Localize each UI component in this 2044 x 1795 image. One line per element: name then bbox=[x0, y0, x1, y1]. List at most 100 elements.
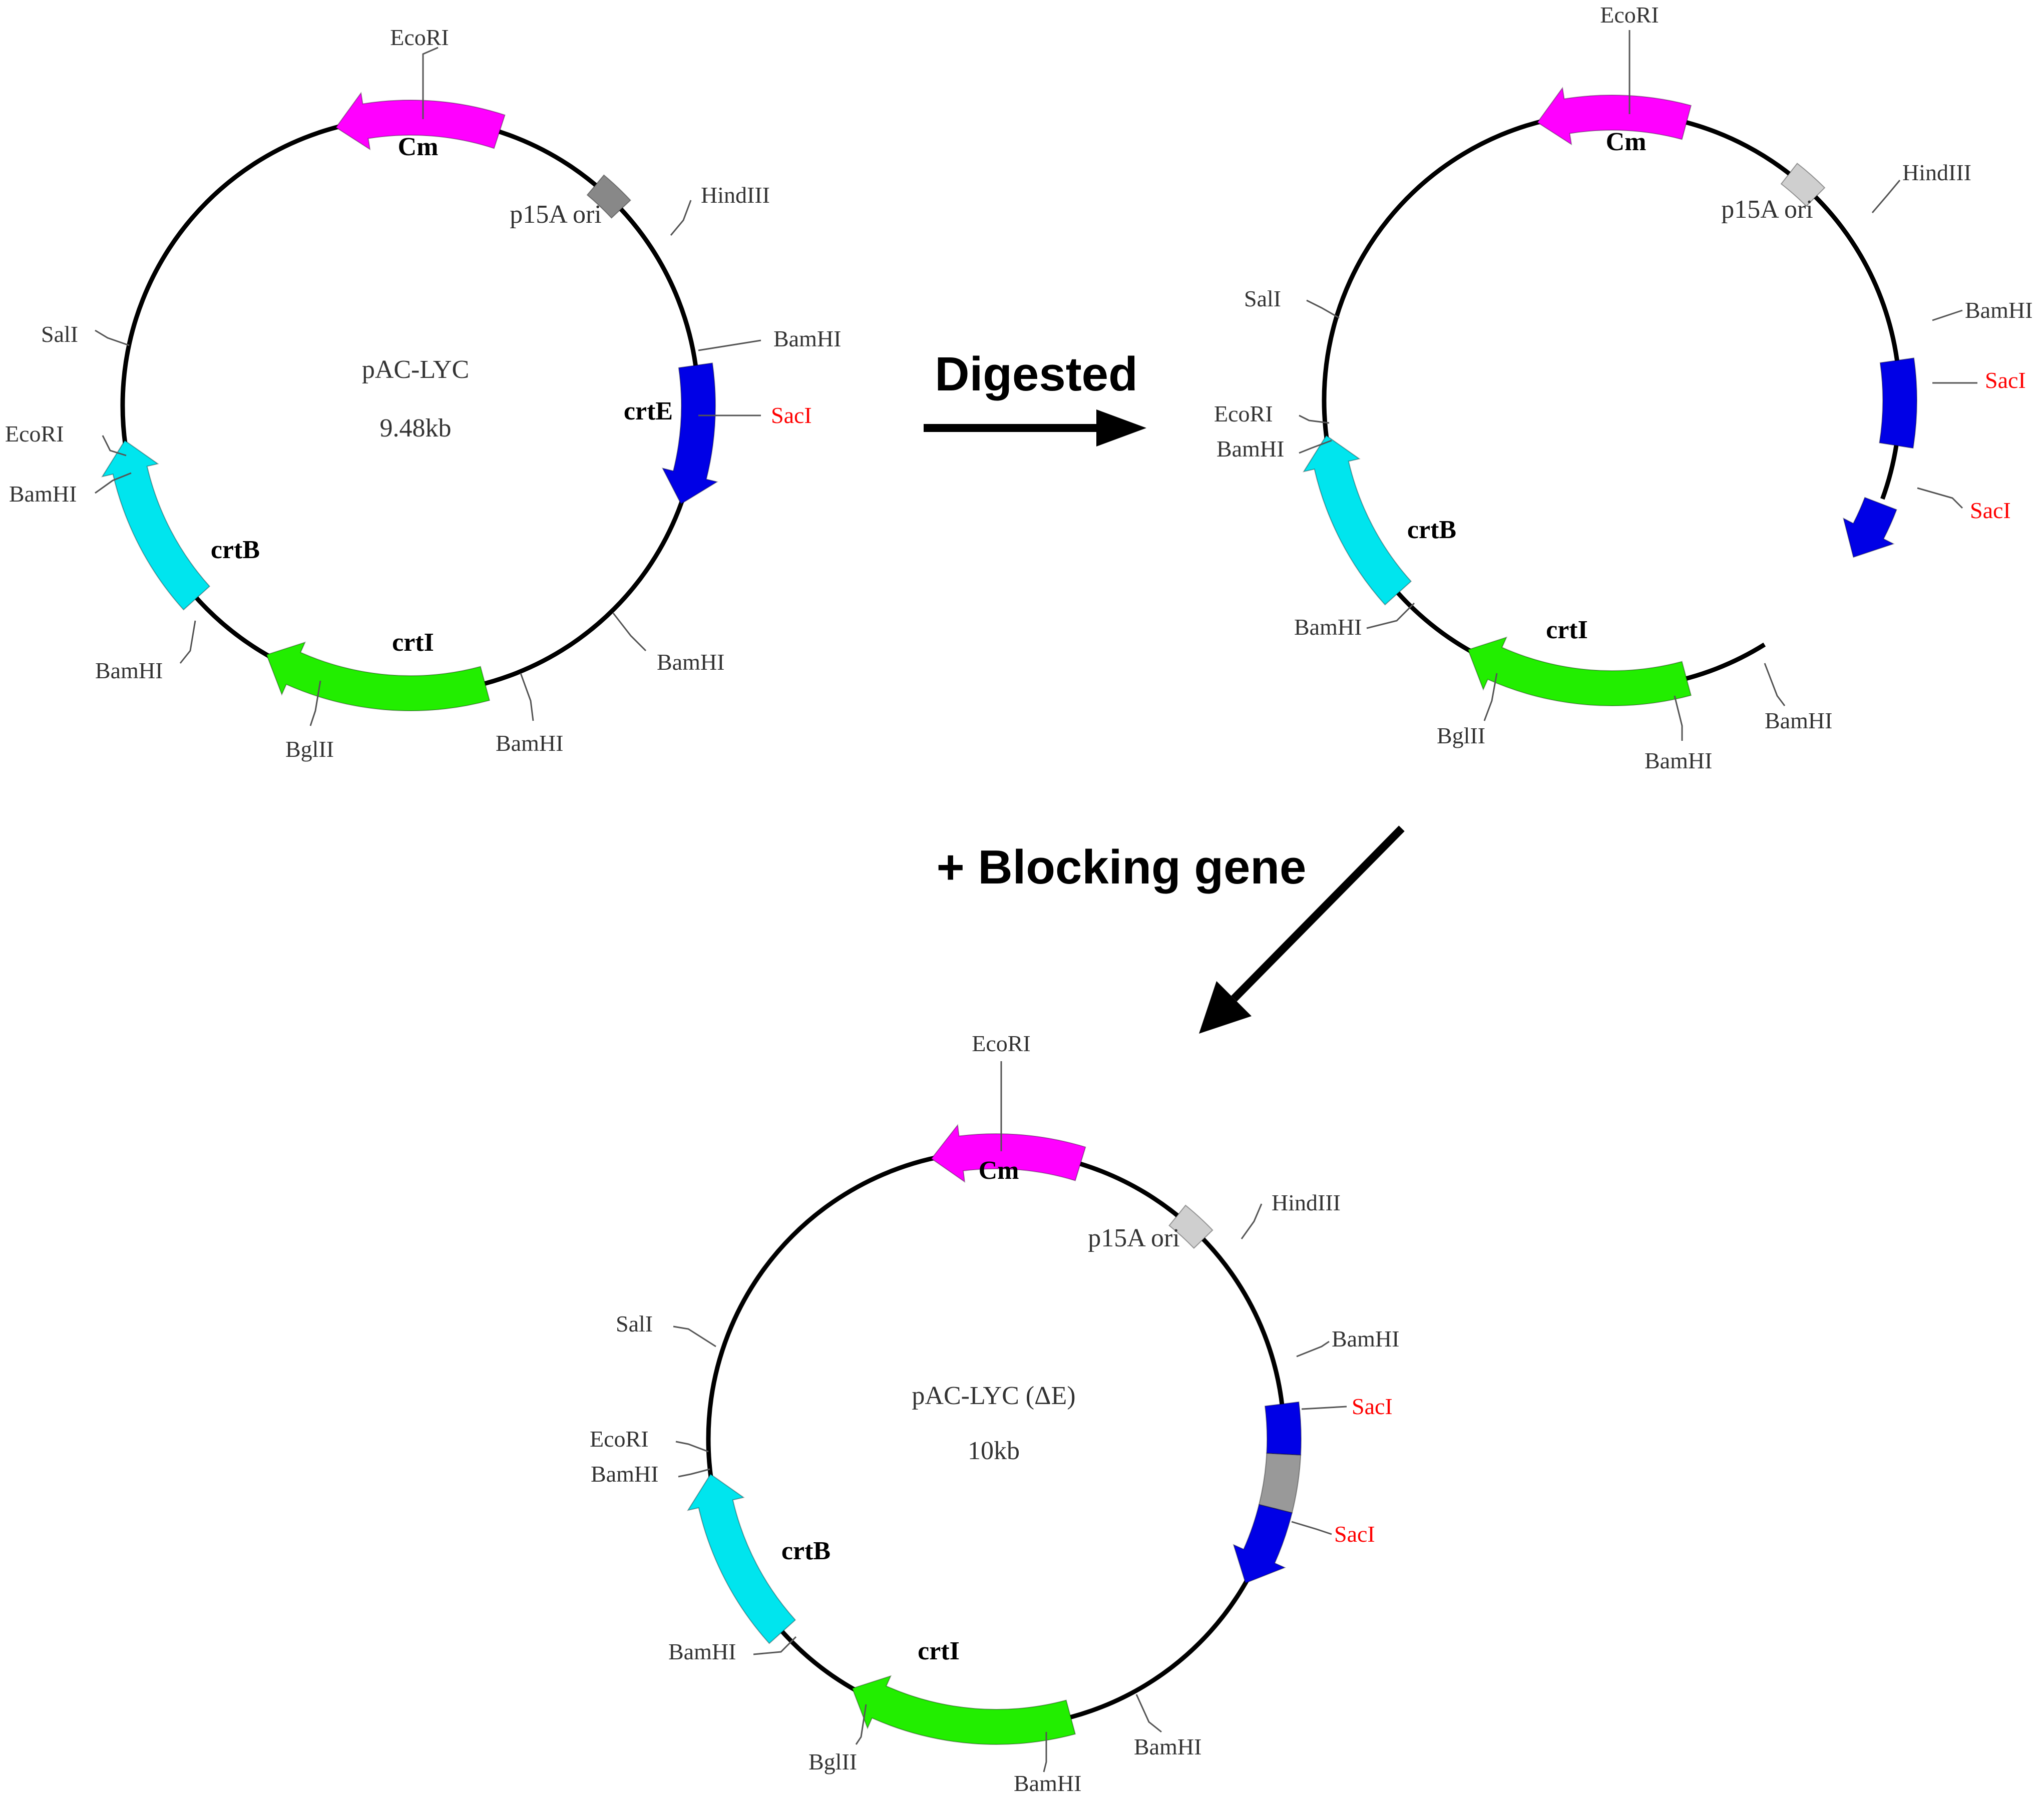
plasmid-1-site-hindiii: HindIII bbox=[701, 182, 770, 208]
plasmid-3-leader-saci-1 bbox=[1301, 1406, 1347, 1410]
plasmid-2-site-saci-2: SacI bbox=[1970, 498, 2011, 523]
plasmid-1-leader-bamhi-l2 bbox=[95, 472, 132, 494]
crte-5prime-block bbox=[1879, 357, 1917, 449]
plasmid-3-name: pAC-LYC (ΔE) bbox=[912, 1382, 1075, 1410]
plasmid-1-name: pAC-LYC bbox=[362, 355, 469, 384]
plasmid-1-gene-cm: Cm bbox=[398, 133, 439, 161]
plasmid-2-gene-crti: crtI bbox=[1546, 616, 1588, 644]
plasmid-3-leader-ecori-l bbox=[675, 1441, 709, 1453]
plasmid-1-ori-label: p15A ori bbox=[510, 200, 601, 229]
crti-arrow bbox=[852, 1675, 1076, 1745]
plasmid-pac-lyc: EcoRI Cm p15A ori HindIII BamHI SacI crt… bbox=[5, 25, 841, 762]
plasmid-digested: EcoRI Cm p15A ori HindIII BamHI SacI Sac… bbox=[1214, 2, 2032, 773]
plasmid-1-leader-bamhi-e bbox=[698, 339, 761, 351]
crtb-arrow bbox=[101, 439, 211, 611]
plasmid-3-site-bamhi-r: BamHI bbox=[1134, 1734, 1201, 1759]
crte-3prime-arrow bbox=[1842, 497, 1897, 558]
blocking-arrow-head bbox=[1199, 981, 1252, 1034]
plasmid-3-site-bamhi-b: BamHI bbox=[1014, 1770, 1081, 1795]
crtb-arrow bbox=[687, 1473, 796, 1644]
plasmid-2-site-ecori-top: EcoRI bbox=[1600, 2, 1659, 28]
blocking-arrow-shaft bbox=[1231, 825, 1405, 1002]
plasmid-3-site-saci-2: SacI bbox=[1334, 1521, 1375, 1547]
plasmid-1-leader-bglii bbox=[309, 680, 321, 726]
cm-arrow bbox=[931, 1124, 1086, 1183]
plasmid-2-site-bglii: BglII bbox=[1437, 723, 1485, 748]
plasmid-1-site-bamhi-r: BamHI bbox=[657, 649, 724, 675]
plasmid-3-leader-bamhi-l bbox=[753, 1636, 797, 1655]
plasmid-backbone bbox=[120, 115, 701, 696]
plasmid-3-leader-hindiii bbox=[1241, 1203, 1263, 1239]
plasmid-3-leader-bamhi-b bbox=[1043, 1732, 1047, 1772]
plasmid-2-leader-bamhi-b bbox=[1674, 695, 1683, 741]
plasmid-1-size: 9.48kb bbox=[380, 414, 452, 442]
plasmid-2-site-bamhi-b: BamHI bbox=[1645, 748, 1712, 773]
plasmid-2-site-ecori-l: EcoRI bbox=[1214, 401, 1273, 426]
plasmid-3-leader-bglii bbox=[855, 1704, 867, 1745]
plasmid-2-leader-ecori-l bbox=[1299, 414, 1330, 424]
plasmid-3-ring bbox=[706, 1149, 1287, 1729]
plasmid-2-site-bamhi-r: BamHI bbox=[1765, 708, 1832, 733]
plasmid-3-site-hindiii: HindIII bbox=[1272, 1190, 1341, 1215]
plasmid-1-site-ecori-top: EcoRI bbox=[390, 25, 449, 50]
plasmid-3-gene-crtb: crtB bbox=[781, 1537, 831, 1565]
plasmid-1-leader-ecori-l bbox=[102, 435, 127, 457]
crti-arrow bbox=[266, 641, 491, 711]
blocking-label: + Blocking gene bbox=[937, 840, 1307, 894]
plasmid-3-gene-cm: Cm bbox=[979, 1156, 1019, 1185]
plasmid-3-leader-saci-2 bbox=[1291, 1521, 1332, 1535]
plasmid-3-leader-bamhi-e bbox=[1296, 1340, 1330, 1358]
cm-arrow bbox=[335, 92, 506, 151]
plasmid-3-features bbox=[687, 1124, 1302, 1745]
digest-step: Digested bbox=[924, 347, 1146, 446]
cm-arrow bbox=[1536, 87, 1692, 146]
plasmid-2-leader-bglii bbox=[1483, 673, 1498, 721]
plasmid-1-features bbox=[101, 92, 718, 711]
plasmid-1-leader-hindiii bbox=[670, 200, 692, 236]
plasmid-2-site-sali: SalI bbox=[1244, 286, 1281, 311]
plasmid-2-site-hindiii: HindIII bbox=[1902, 160, 1971, 185]
plasmid-1-site-bamhi-l: BamHI bbox=[95, 658, 163, 683]
crte-3prime-arrow bbox=[1233, 1504, 1293, 1584]
plasmid-2-gene-crtb: crtB bbox=[1407, 516, 1456, 544]
plasmid-1-site-saci: SacI bbox=[771, 402, 812, 428]
plasmid-3-site-bamhi-l2: BamHI bbox=[591, 1461, 658, 1487]
plasmid-1-site-ecori-l: EcoRI bbox=[5, 421, 64, 446]
plasmid-2-ori-label: p15A ori bbox=[1721, 195, 1813, 224]
plasmid-1-site-bamhi-l2: BamHI bbox=[9, 481, 77, 507]
plasmid-2-features bbox=[1303, 87, 1917, 706]
plasmid-1-leader-ecori-top bbox=[422, 47, 439, 119]
digest-arrow-head bbox=[1096, 409, 1146, 446]
plasmid-2-site-bamhi-l2: BamHI bbox=[1216, 436, 1284, 462]
plasmid-1-site-bamhi-e: BamHI bbox=[773, 326, 841, 351]
plasmid-1-leader-bamhi-l bbox=[179, 620, 196, 664]
plasmid-3-site-ecori-top: EcoRI bbox=[972, 1031, 1031, 1056]
plasmid-3-site-bamhi-l: BamHI bbox=[668, 1639, 736, 1664]
ori-block bbox=[1168, 1204, 1213, 1249]
plasmid-1-site-sali: SalI bbox=[41, 321, 78, 347]
crtb-arrow bbox=[1303, 434, 1412, 606]
plasmid-3-site-bglii: BglII bbox=[808, 1749, 857, 1774]
plasmid-2-site-bamhi-l: BamHI bbox=[1294, 614, 1362, 640]
plasmid-1-leader-sali bbox=[95, 329, 130, 346]
plasmid-1-gene-crte: crtE bbox=[624, 397, 673, 425]
plasmid-2-site-saci-1: SacI bbox=[1985, 367, 2026, 393]
plasmid-2-leader-bamhi-l bbox=[1366, 602, 1415, 629]
crte-5prime-block bbox=[1264, 1401, 1302, 1456]
blocking-gene-block bbox=[1258, 1453, 1302, 1514]
crti-arrow bbox=[1467, 636, 1692, 706]
plasmid-2-leader-bamhi-l2 bbox=[1299, 439, 1332, 454]
plasmid-2-gene-cm: Cm bbox=[1606, 128, 1647, 156]
ori-block bbox=[586, 174, 631, 219]
plasmid-1-leader-bamhi-b bbox=[520, 673, 534, 721]
plasmid-3-site-bamhi-e: BamHI bbox=[1332, 1326, 1399, 1352]
plasmid-1-gene-crti: crtI bbox=[392, 628, 434, 657]
plasmid-3-site-ecori-l: EcoRI bbox=[590, 1426, 649, 1452]
plasmid-3-size: 10kb bbox=[968, 1437, 1020, 1465]
plasmid-backbone bbox=[706, 1149, 1287, 1729]
ori-block bbox=[1780, 163, 1826, 207]
plasmid-2-leader-saci-2 bbox=[1917, 487, 1963, 509]
plasmid-2-leader-bamhi-e bbox=[1932, 309, 1963, 321]
plasmid-1-ring bbox=[120, 115, 701, 696]
